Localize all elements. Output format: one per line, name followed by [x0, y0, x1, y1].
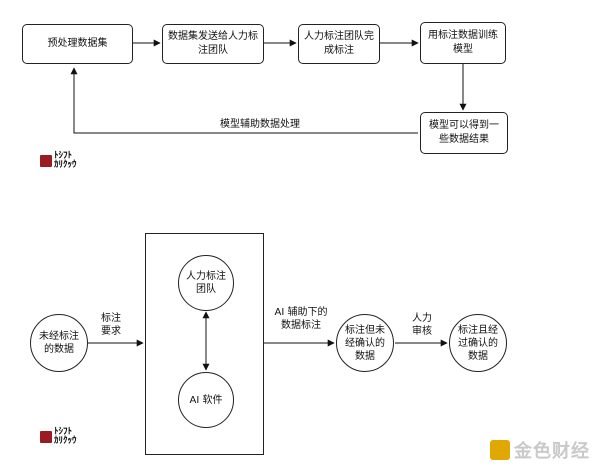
- team-complete-label: 人力标注团队完成标注: [304, 31, 374, 56]
- train-model-box: 用标注数据训练模型: [420, 22, 506, 64]
- train-model-label: 用标注数据训练模型: [428, 30, 498, 55]
- ai-software-label: AI 软件: [189, 394, 223, 406]
- arrow-feedback: [70, 67, 418, 134]
- send-to-team-label: 数据集发送给人力标注团队: [168, 31, 258, 56]
- unlabeled-data-label: 未经标注的数据: [39, 331, 79, 355]
- human-team-label: 人力标注团队: [186, 271, 226, 295]
- requirement-label: 标注 要求: [101, 313, 121, 337]
- watermark-text: 金色财经: [514, 441, 590, 462]
- labeled-unconfirmed-node: 标注但未经确认的数据: [336, 314, 394, 372]
- logo-bottom: ﾄｼﾌﾄｶﾘｸｯｳ: [40, 428, 77, 446]
- review-label: 人力 审核: [412, 313, 432, 337]
- watermark: 金色财经: [490, 437, 590, 463]
- model-results-label: 模型可以得到一些数据结果: [429, 120, 499, 145]
- preprocess-box: 预处理数据集: [22, 24, 133, 64]
- team-complete-box: 人力标注团队完成标注: [298, 24, 380, 64]
- labeling-container: [145, 233, 264, 455]
- logo-mark-icon: [40, 431, 52, 443]
- ai-software-node: AI 软件: [178, 372, 234, 428]
- watermark-logo-icon: [490, 440, 510, 460]
- logo-script-icon: ﾄｼﾌﾄｶﾘｸｯｳ: [54, 427, 77, 446]
- labeled-confirmed-node: 标注且经过确认的数据: [449, 314, 507, 372]
- feedback-label: 模型辅助数据处理: [220, 119, 300, 130]
- model-results-box: 模型可以得到一些数据结果: [420, 112, 508, 154]
- labeled-unconfirmed-label: 标注但未经确认的数据: [345, 324, 385, 362]
- logo-top: ﾄｼﾌﾄｶﾘｸｯｳ: [40, 152, 77, 170]
- send-to-team-box: 数据集发送给人力标注团队: [162, 24, 264, 64]
- logo-script-icon: ﾄｼﾌﾄｶﾘｸｯｳ: [54, 151, 77, 170]
- human-team-node: 人力标注团队: [178, 255, 234, 311]
- labeled-confirmed-label: 标注且经过确认的数据: [458, 324, 498, 362]
- ai-assisted-label: AI 辅助下的 数据标注: [274, 307, 328, 331]
- preprocess-label: 预处理数据集: [47, 38, 108, 49]
- unlabeled-data-node: 未经标注的数据: [30, 314, 88, 372]
- logo-mark-icon: [40, 155, 52, 167]
